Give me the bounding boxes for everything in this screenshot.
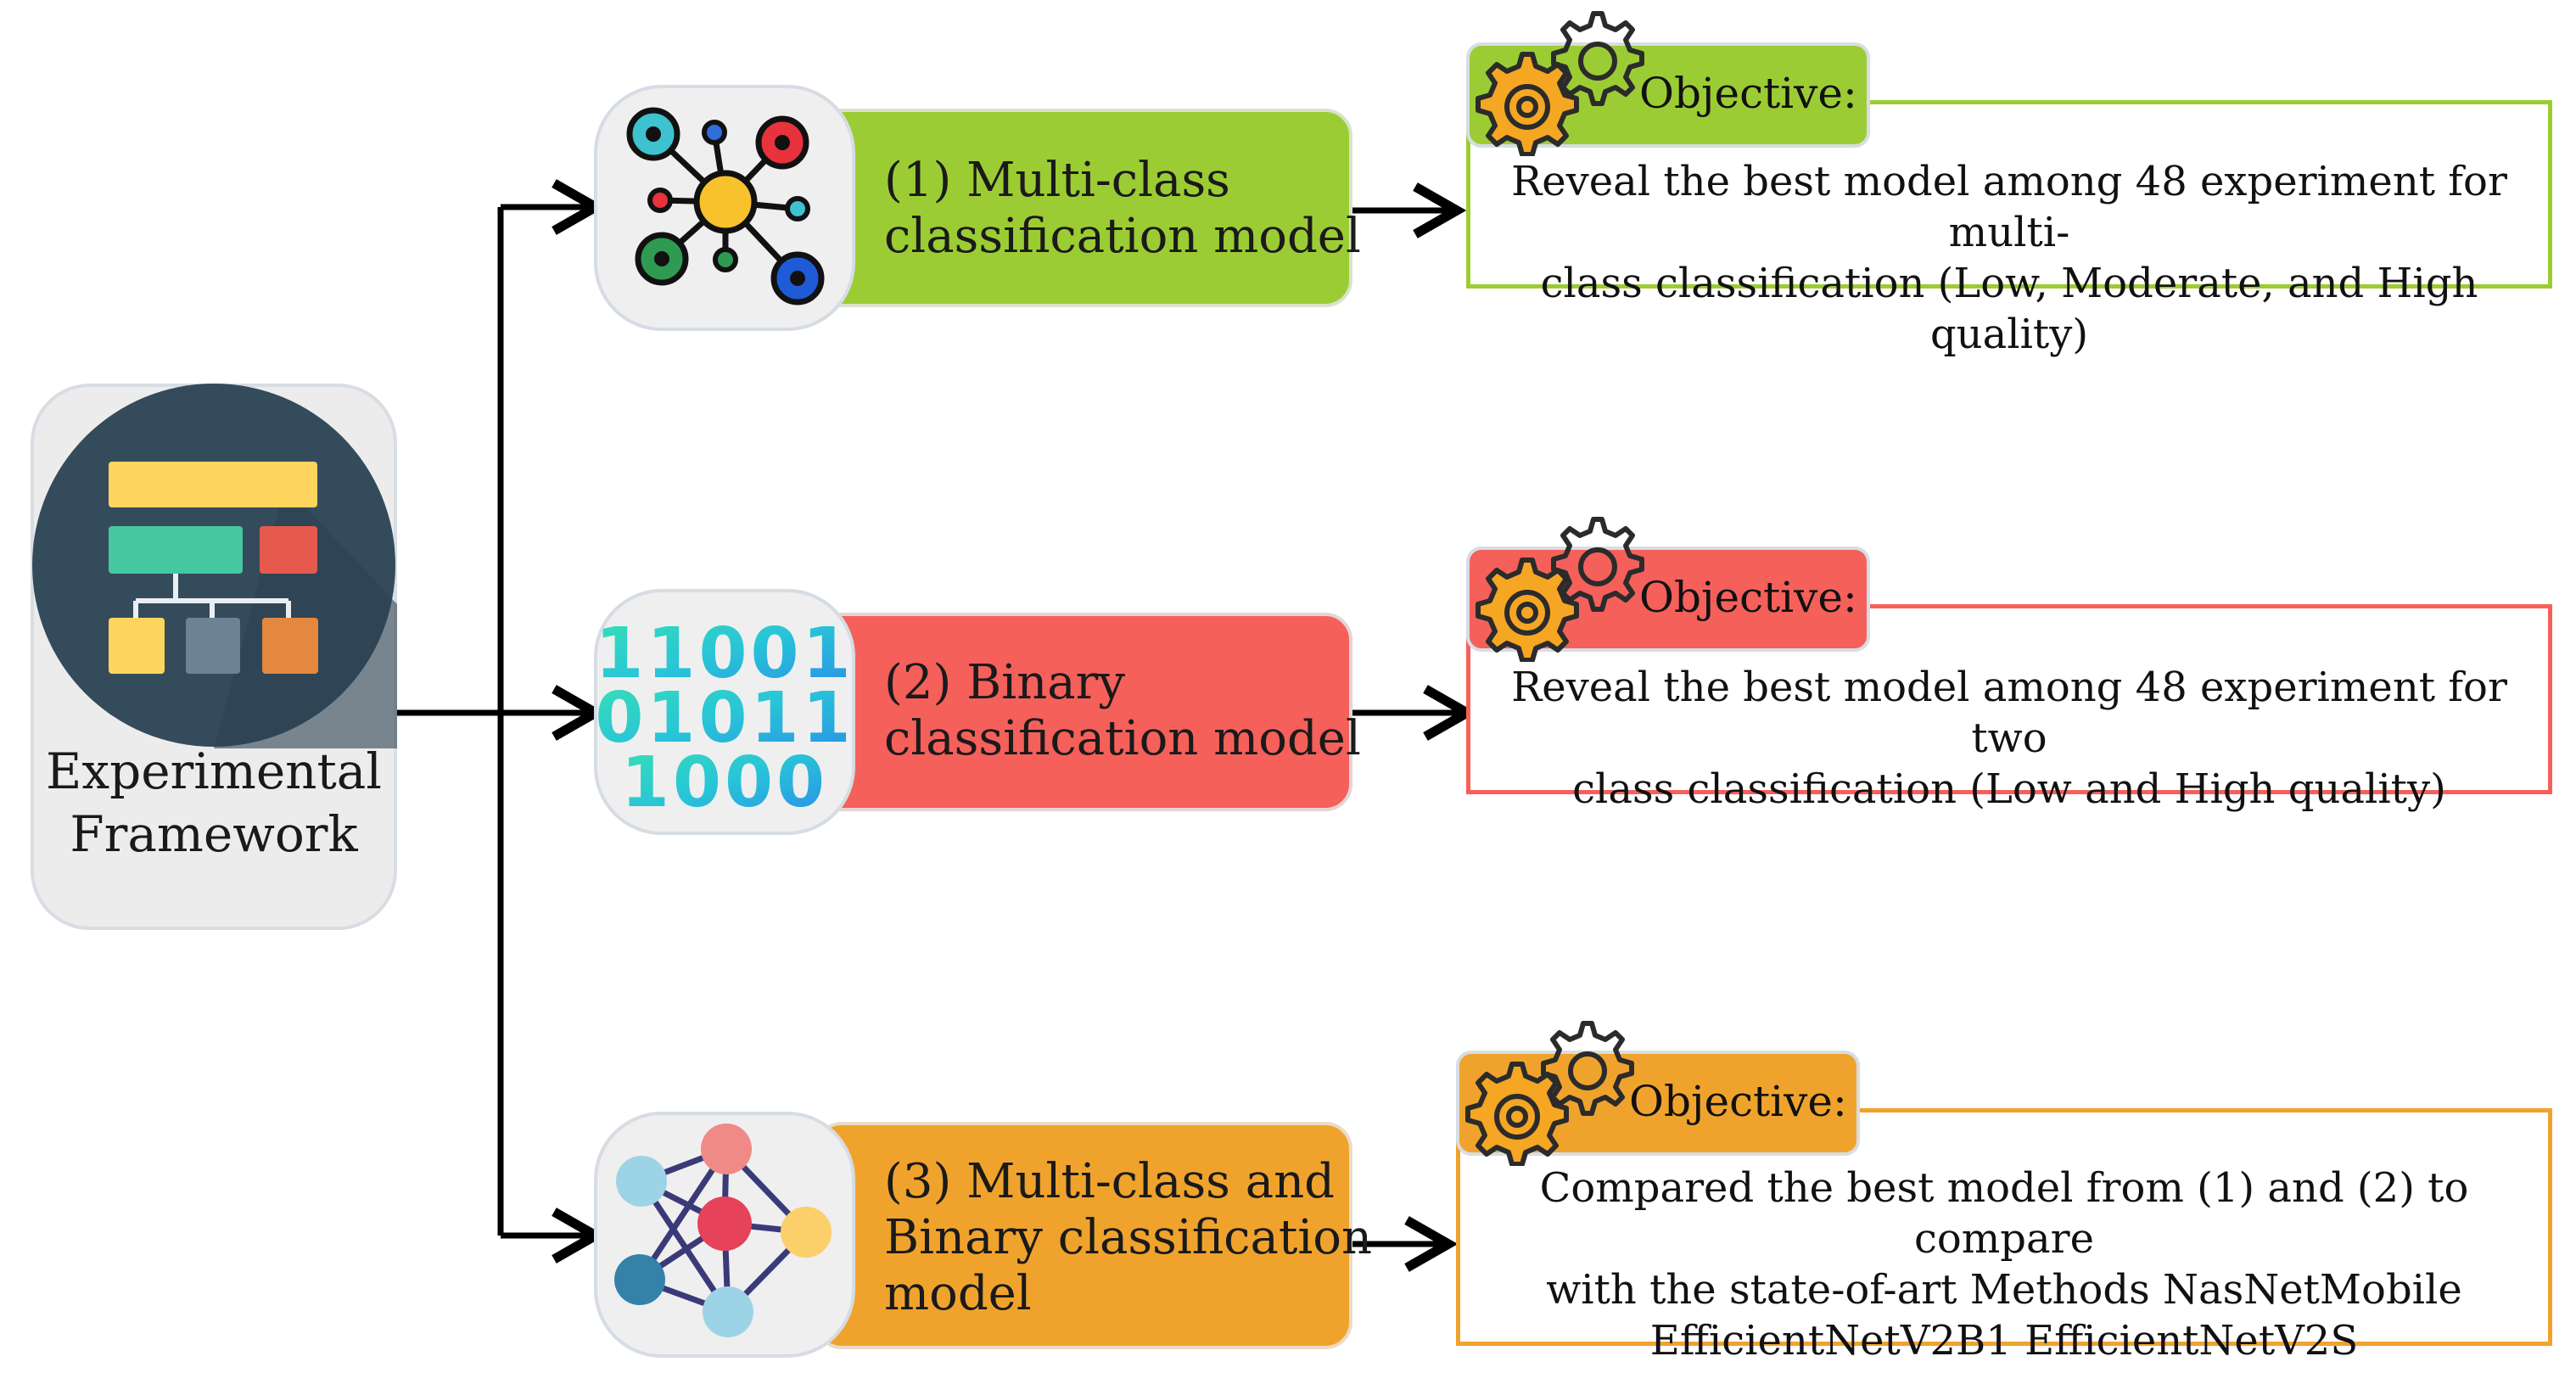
objective-3-line3: EfficientNetV2B1 EfficientNetV2S: [1649, 1317, 2359, 1365]
model-3-line2: Binary classification: [884, 1210, 1373, 1265]
objective-2-text: Reveal the best model among 48 experimen…: [1471, 662, 2547, 815]
model-3-bar: [815, 1122, 1352, 1349]
objective-1-line1: Reveal the best model among 48 experimen…: [1511, 158, 2507, 256]
objective-3-text: Compared the best model from (1) and (2)…: [1461, 1163, 2547, 1366]
model-1-label: (1) Multi-class classification model: [884, 153, 1361, 265]
model-3-label: (3) Multi-class and Binary classificatio…: [884, 1154, 1372, 1322]
neural-network-icon: [614, 1124, 832, 1337]
framework-title-line1: Experimental: [46, 743, 382, 800]
model-1-bar: [815, 109, 1352, 307]
objective-2-line1: Reveal the best model among 48 experimen…: [1511, 664, 2507, 762]
gears-icon: [1476, 517, 1644, 662]
binary-code-icon: 11001 01011 1000: [595, 614, 854, 823]
hierarchy-chart-icon: [32, 384, 397, 748]
binary-row-1: 11001: [595, 614, 854, 694]
model-3-line3: model: [884, 1266, 1032, 1321]
model-1-line1: (1) Multi-class: [884, 153, 1230, 208]
framework-title-line2: Framework: [70, 805, 358, 863]
model-2-bar: [815, 613, 1352, 811]
gears-icon: [1465, 1021, 1634, 1166]
objective-2-label: Objective:: [1639, 573, 1857, 622]
model-2-line2: classification model: [884, 711, 1361, 766]
binary-row-2: 01011: [595, 678, 854, 759]
objective-1-label: Objective:: [1639, 69, 1857, 118]
model-2-icon-box: [594, 589, 855, 835]
network-nodes-icon: [626, 107, 825, 305]
model-2-label: (2) Binary classification model: [884, 655, 1361, 767]
objective-1-line2: class classification (Low, Moderate, and…: [1540, 260, 2478, 358]
model-1-line2: classification model: [884, 209, 1361, 264]
model-2-line1: (2) Binary: [884, 655, 1126, 710]
objective-3-label: Objective:: [1629, 1077, 1847, 1126]
objective-2-line2: class classification (Low and High quali…: [1572, 765, 2446, 813]
objective-1-text: Reveal the best model among 48 experimen…: [1471, 156, 2547, 360]
gears-icon: [1476, 11, 1644, 156]
objective-3-line2: with the state-of-art Methods NasNetMobi…: [1546, 1266, 2462, 1314]
binary-row-3: 1000: [621, 743, 828, 823]
experimental-framework-label: Experimental Framework: [31, 740, 397, 866]
model-3-line1: (3) Multi-class and: [884, 1154, 1336, 1209]
objective-3-line1: Compared the best model from (1) and (2)…: [1539, 1164, 2469, 1263]
